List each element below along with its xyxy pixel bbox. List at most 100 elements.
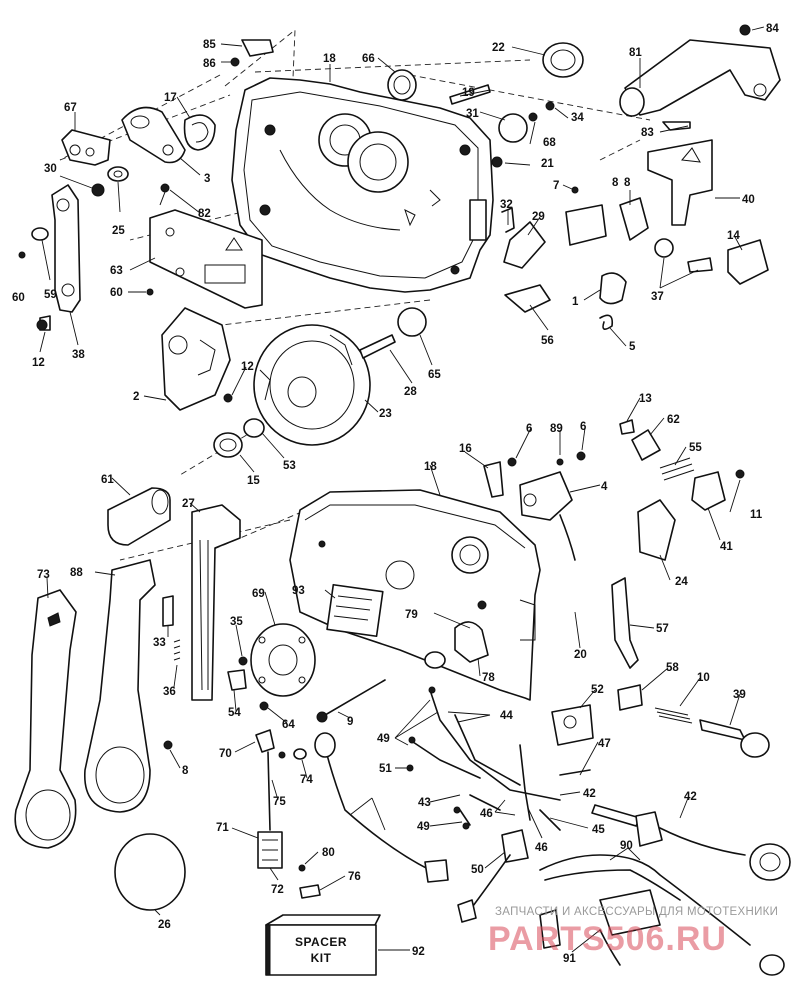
callout-14: 14 — [727, 230, 740, 242]
part-switch-8-37-14 — [565, 197, 769, 285]
callout-10: 10 — [697, 672, 710, 684]
watermark: ЗАПЧАСТИ И АКСЕССУАРЫ ДЛЯ МОТОТЕХНИКИ PA… — [488, 906, 778, 958]
callout-42-a: 42 — [583, 788, 596, 800]
callout-12-mid: 12 — [241, 361, 254, 373]
callout-86: 86 — [203, 58, 216, 70]
callout-50: 50 — [471, 864, 484, 876]
callout-46: 46 — [535, 842, 548, 854]
part-15-53 — [213, 418, 265, 458]
part-90-91-cables — [457, 854, 785, 976]
part-85-86 — [230, 39, 274, 67]
callout-64: 64 — [282, 719, 295, 731]
part-61 — [107, 487, 171, 546]
callout-20: 20 — [574, 649, 587, 661]
callout-74: 74 — [300, 774, 313, 786]
callout-43: 43 — [418, 797, 431, 809]
part-12-bolts — [36, 319, 233, 403]
callout-58: 58 — [666, 662, 679, 674]
callout-23: 23 — [379, 408, 392, 420]
callout-65: 65 — [428, 369, 441, 381]
part-57 — [611, 577, 639, 669]
part-30-25 — [91, 166, 129, 197]
part-4 — [519, 471, 576, 561]
callout-26: 26 — [158, 919, 171, 931]
part-59-38 — [18, 184, 81, 331]
callout-85: 85 — [203, 39, 216, 51]
callout-71: 71 — [216, 822, 229, 834]
callout-1: 1 — [572, 296, 579, 308]
callout-90: 90 — [620, 840, 633, 852]
callout-5: 5 — [629, 341, 636, 353]
part-26 — [114, 833, 186, 911]
part-17 — [183, 114, 216, 151]
part-82 — [159, 183, 170, 206]
part-83 — [662, 121, 691, 131]
callout-7: 7 — [553, 180, 559, 192]
callout-84: 84 — [766, 23, 779, 35]
callout-54: 54 — [228, 707, 241, 719]
callout-44: 44 — [500, 710, 513, 722]
watermark-site: PARTS506.RU — [488, 920, 727, 958]
callout-73: 73 — [37, 569, 50, 581]
callout-42-b: 42 — [684, 791, 697, 803]
part-50 — [501, 829, 529, 863]
callout-92: 92 — [412, 946, 425, 958]
callout-6-a: 6 — [526, 423, 532, 435]
callout-83: 83 — [641, 127, 654, 139]
part-9 — [316, 679, 386, 723]
callout-35: 35 — [230, 616, 243, 628]
callout-49-b: 49 — [417, 821, 430, 833]
part-7-32-29 — [501, 186, 579, 269]
callout-49-a: 49 — [377, 733, 390, 745]
part-88 — [84, 559, 156, 813]
callout-8-lower: 8 — [182, 765, 189, 777]
part-35-54-64 — [227, 656, 269, 711]
callout-69: 69 — [252, 588, 265, 600]
callout-13: 13 — [639, 393, 652, 405]
callout-27: 27 — [182, 498, 195, 510]
lower-housing-18 — [289, 489, 541, 701]
callout-51: 51 — [379, 763, 392, 775]
part-22 — [542, 42, 584, 78]
callout-75: 75 — [273, 796, 286, 808]
callout-3: 3 — [204, 173, 210, 185]
callout-57: 57 — [656, 623, 669, 635]
callout-32: 32 — [500, 199, 513, 211]
callout-59: 59 — [44, 289, 57, 301]
callout-63: 63 — [110, 265, 123, 277]
callout-2: 2 — [133, 391, 139, 403]
callout-31: 31 — [466, 108, 479, 120]
callout-91: 91 — [563, 953, 576, 965]
callout-28: 28 — [404, 386, 417, 398]
callout-68: 68 — [543, 137, 556, 149]
callout-62: 62 — [667, 414, 680, 426]
part-19 — [449, 84, 491, 105]
callout-61: 61 — [101, 474, 114, 486]
callout-89: 89 — [550, 423, 563, 435]
callout-81: 81 — [629, 47, 642, 59]
callout-88: 88 — [70, 567, 83, 579]
callout-16: 16 — [459, 443, 472, 455]
callout-numbers: 85 84 86 18 66 22 81 67 17 19 31 34 68 3… — [12, 23, 779, 965]
part-42-cable — [591, 804, 791, 881]
part-2 — [161, 307, 231, 411]
callout-56: 56 — [541, 335, 554, 347]
part-3 — [121, 106, 186, 164]
part-58-10-39 — [617, 684, 770, 758]
part-16-6-89 — [483, 451, 586, 498]
part-1-5-56 — [504, 272, 627, 330]
callout-80: 80 — [322, 847, 335, 859]
callout-76: 76 — [348, 871, 361, 883]
part-40 — [647, 139, 713, 226]
callout-18-upper: 18 — [323, 53, 336, 65]
callout-72: 72 — [271, 884, 284, 896]
spacer-kit-box: SPACER KIT — [265, 914, 410, 976]
callout-48: 46 — [480, 808, 493, 820]
callout-93: 93 — [292, 585, 305, 597]
callout-79: 79 — [405, 609, 418, 621]
part-70-71-72-75 — [255, 729, 286, 869]
part-73 — [14, 589, 77, 849]
part-63 — [146, 209, 263, 309]
part-31-68-34-21 — [491, 101, 555, 168]
